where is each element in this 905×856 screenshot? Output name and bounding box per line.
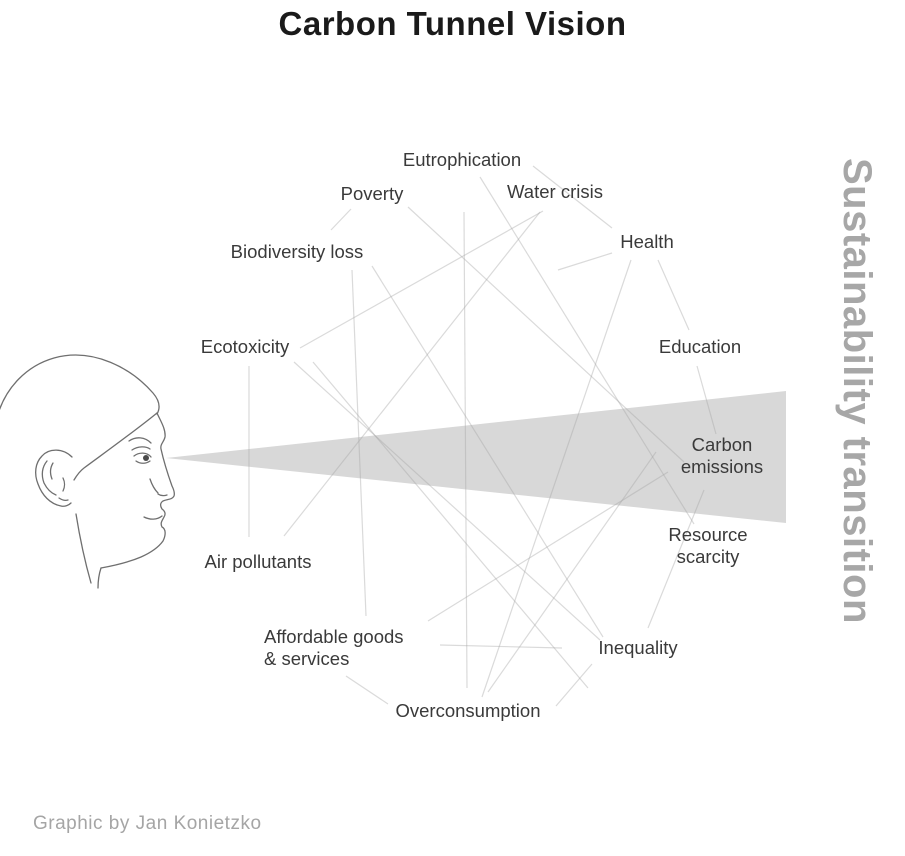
label-health: Health [620,231,674,253]
ear-tragus [62,477,66,492]
edge-overconsumption-carbon_emissions [487,451,657,693]
edge-affordable_goods-inequality [439,644,563,649]
label-overconsumption: Overconsumption [395,700,541,722]
edge-poverty-carbon_emissions [407,206,685,463]
edge-inequality-carbon_emissions [647,489,705,629]
label-ecotoxicity: Ecotoxicity [200,336,290,358]
edge-inequality-overconsumption [555,663,593,707]
head-face-profile [100,412,176,569]
tunnel-cone [166,391,786,523]
label-water-crisis: Water crisis [507,181,603,203]
edge-poverty-biodiversity_loss [330,208,352,231]
label-air-pollutants: Air pollutants [204,551,312,573]
edge-education-carbon_emissions [696,365,717,435]
edge-ecotoxicity-overconsumption [312,361,589,689]
edge-carbon_emissions-affordable_goods [427,471,669,622]
edge-health-overconsumption [481,259,632,698]
edge-eutrophication-health [532,165,613,229]
credit-text: Graphic by Jan Konietzko [33,813,262,834]
label-poverty: Poverty [340,183,404,205]
ear-inner-curve-2 [49,462,54,480]
head-profile-drawing [0,354,176,589]
ear-inner-curve [41,460,57,496]
nose-side [149,478,159,494]
eye-pupil [143,455,149,461]
eyebrow [128,437,152,444]
eyelid-crease [131,446,151,451]
label-affordable-goods: Affordable goods & services [264,626,404,669]
sustainability-transition-label: Sustainability transition [835,158,879,624]
eye-upper-lid [133,452,152,458]
edge-biodiversity_loss-affordable_goods [351,269,367,617]
edge-eutrophication-overconsumption [463,211,468,689]
edge-water_crisis-health [557,252,613,271]
nostril [157,493,168,497]
edge-biodiversity_loss-inequality [371,265,604,638]
eye-lower-lid [135,460,151,464]
edge-water_crisis-air_pollutants [283,211,541,537]
label-biodiversity-loss: Biodiversity loss [230,241,364,263]
head-hairline [73,412,158,481]
head-neck-front [97,567,102,589]
page-title: Carbon Tunnel Vision [278,5,627,42]
label-eutrophication: Eutrophication [402,149,522,171]
head-skull-outline [0,354,160,415]
label-resource-scarcity: Resource scarcity [668,524,748,567]
label-education: Education [658,336,742,358]
edge-water_crisis-ecotoxicity [299,210,544,349]
ear-outline [35,449,73,507]
network-lines [248,165,717,707]
edge-affordable_goods-overconsumption [345,675,389,705]
head-neck-back [75,513,92,584]
edge-health-education [657,259,690,331]
label-carbon-emissions: Carbon emissions [680,434,764,477]
mouth [143,515,163,520]
ear-lobe [58,497,69,502]
edge-ecotoxicity-inequality [293,361,601,641]
edge-eutrophication-resource_scarcity [479,176,695,525]
label-inequality: Inequality [598,637,678,659]
